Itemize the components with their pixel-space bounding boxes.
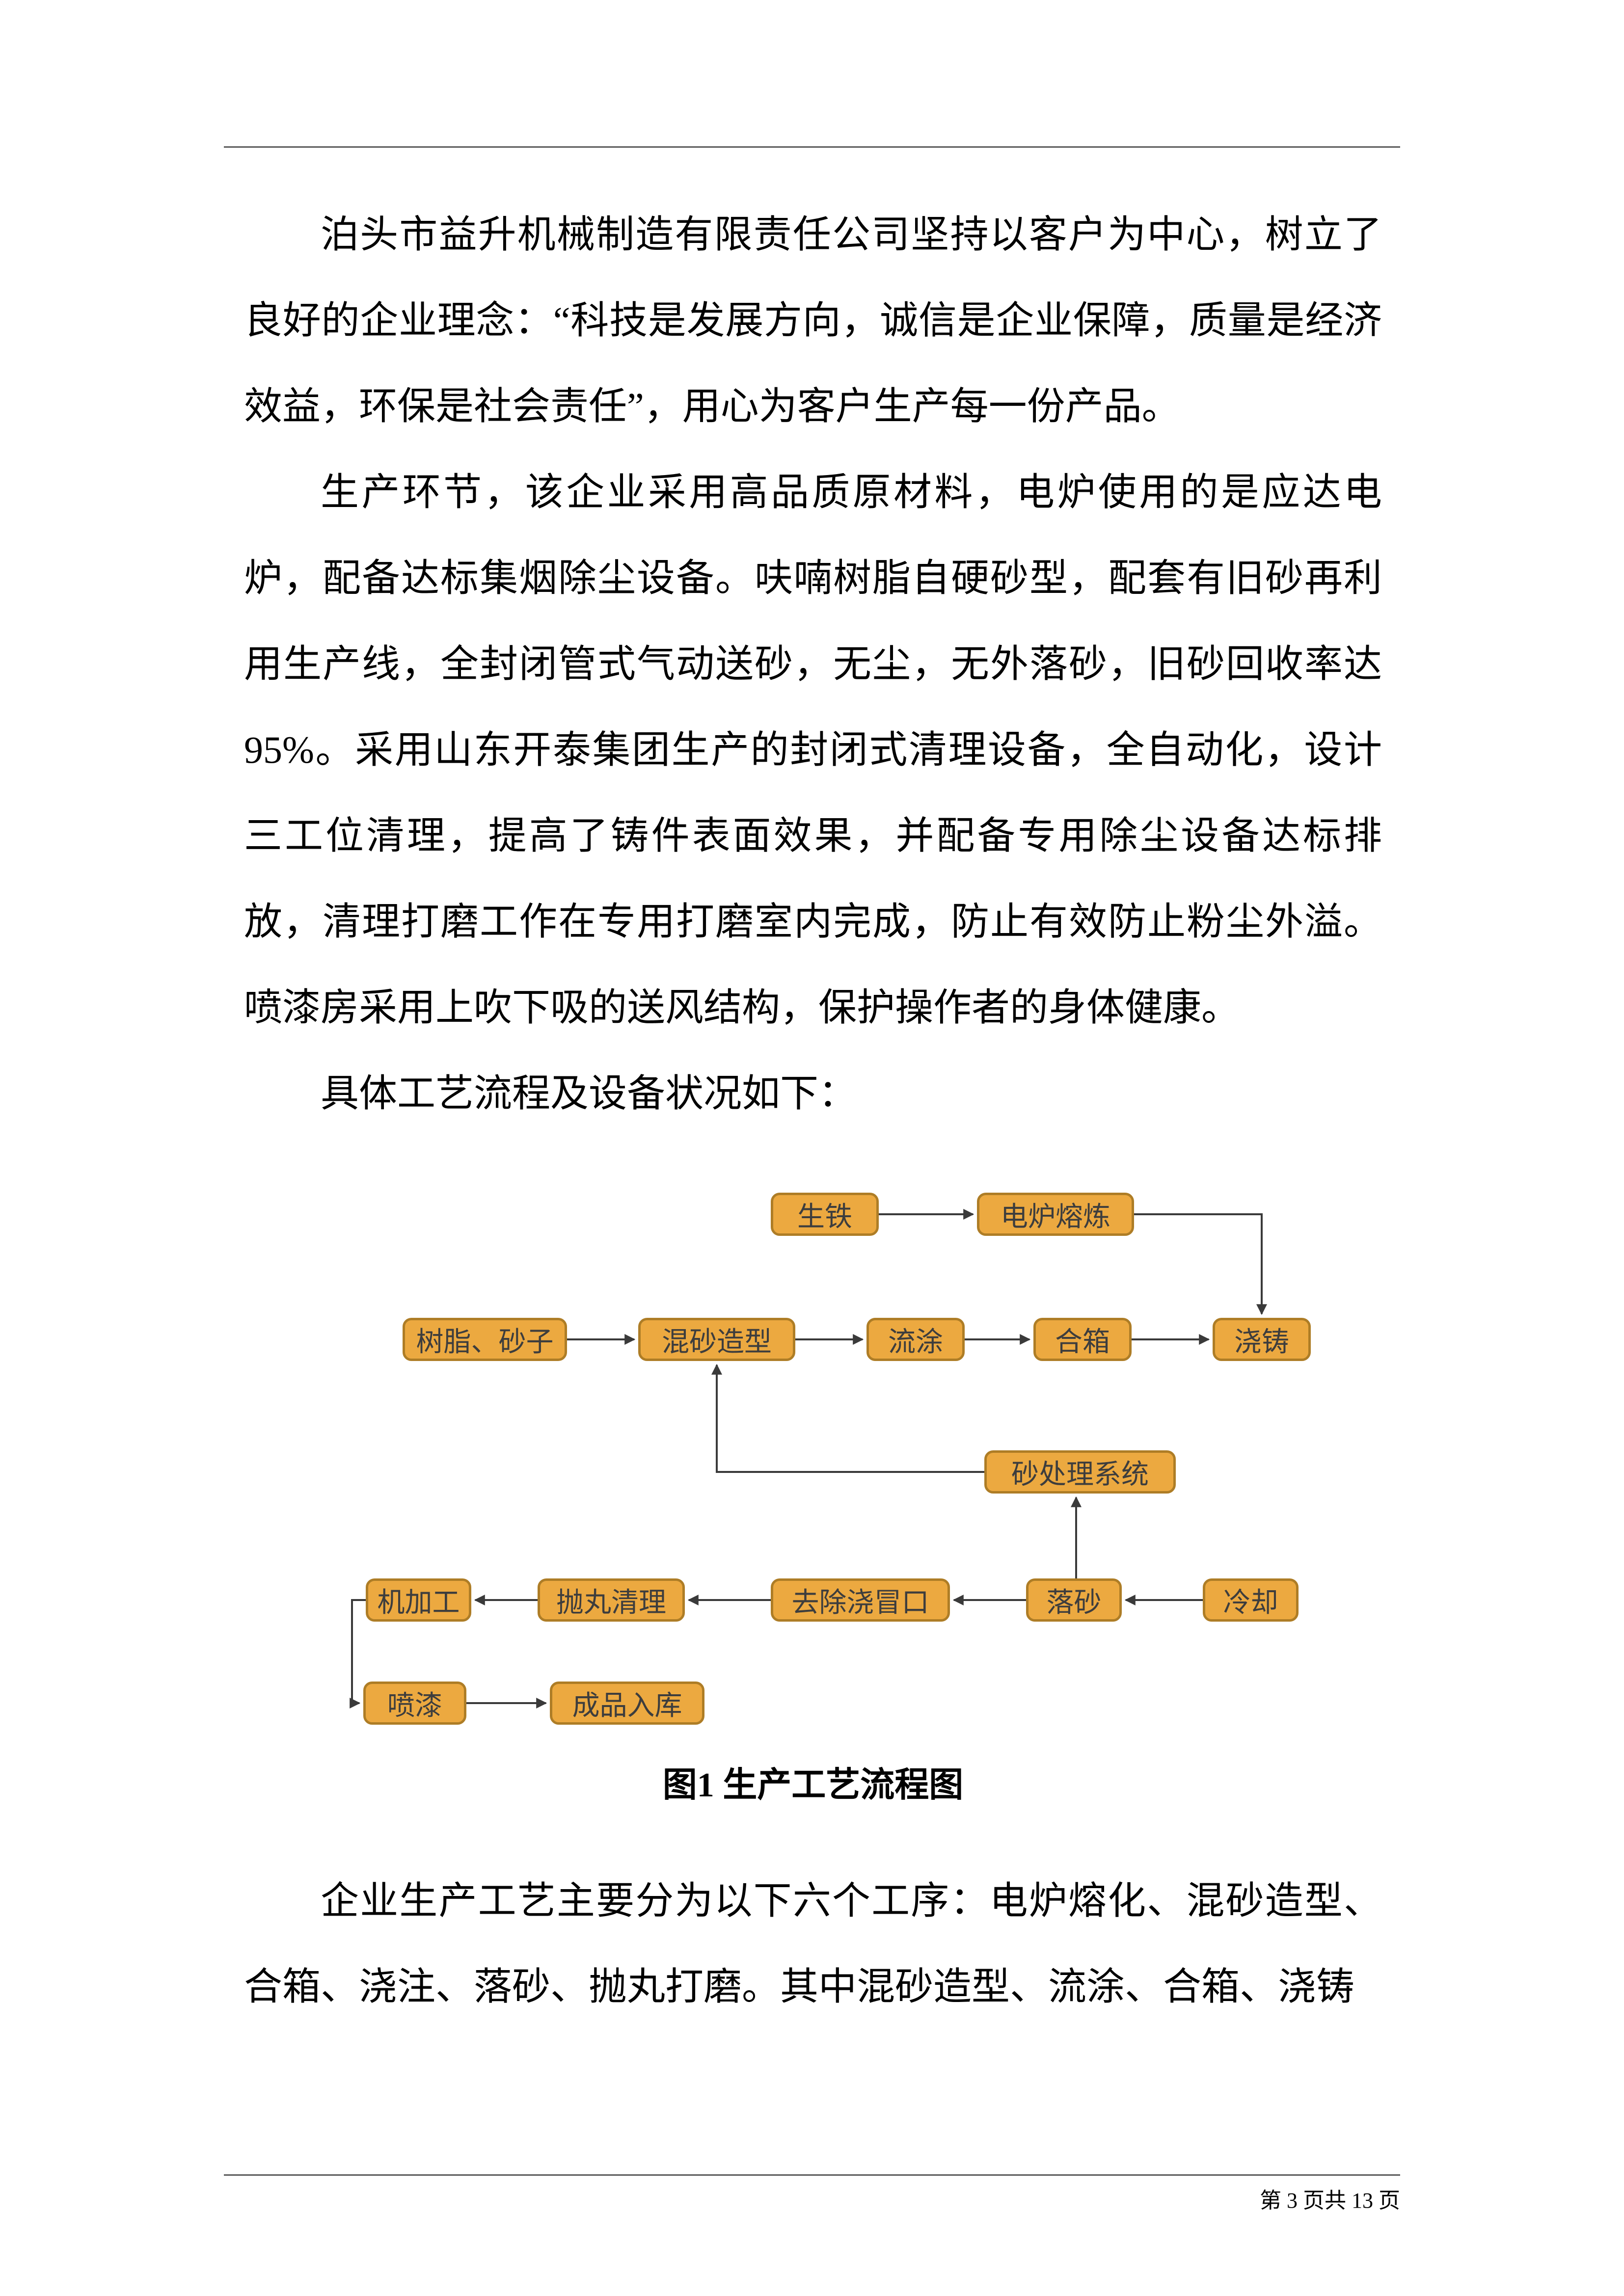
process-flow-diagram: 生铁 电炉熔炼 树脂、砂子 混砂造型 流涂 合箱 浇铸 砂处理系统 机加工 抛丸…: [244, 1173, 1382, 1742]
flow-node-shot-blasting: 抛丸清理: [538, 1578, 685, 1622]
flow-node-pig-iron: 生铁: [771, 1193, 879, 1236]
flow-node-flow-coating: 流涂: [866, 1318, 965, 1361]
figure-caption: 图1 生产工艺流程图: [662, 1766, 964, 1804]
flow-node-electric-furnace-melting: 电炉熔炼: [977, 1193, 1134, 1236]
body-paragraph: 具体工艺流程及设备状况如下：: [321, 1072, 857, 1115]
flow-node-pouring: 浇铸: [1213, 1318, 1311, 1361]
flow-node-machining: 机加工: [366, 1578, 471, 1622]
body-paragraph: 泊头市益升机械制造有限责任公司坚持以客户为中心，树立了良好的企业理念：“科技是发…: [244, 213, 1382, 427]
page-content: 泊头市益升机械制造有限责任公司坚持以客户为中心，树立了良好的企业理念：“科技是发…: [244, 191, 1382, 2029]
flow-node-painting: 喷漆: [363, 1682, 466, 1725]
page-number: 第 3 页共 13 页: [1260, 2189, 1400, 2213]
flow-node-box-closing: 合箱: [1033, 1318, 1132, 1361]
body-paragraph: 生产环节，该企业采用高品质原材料，电炉使用的是应达电炉，配备达标集烟除尘设备。呋…: [244, 471, 1382, 1029]
flow-node-sand-mixing-molding: 混砂造型: [638, 1318, 795, 1361]
flow-node-gate-riser-removal: 去除浇冒口: [771, 1578, 950, 1622]
header-rule: [224, 146, 1400, 148]
flow-node-sand-treatment-system: 砂处理系统: [984, 1450, 1176, 1494]
flow-arrows: [350, 1209, 1267, 1709]
flow-node-cooling: 冷却: [1203, 1578, 1299, 1622]
page-footer: 第 3 页共 13 页: [224, 2174, 1400, 2214]
flow-node-shakeout: 落砂: [1026, 1578, 1122, 1622]
flow-node-resin-sand: 树脂、砂子: [403, 1318, 567, 1361]
flow-node-finished-product-storage: 成品入库: [550, 1682, 704, 1725]
body-paragraph: 企业生产工艺主要分为以下六个工序：电炉熔化、混砂造型、合箱、浇注、落砂、抛丸打磨…: [244, 1879, 1382, 2008]
